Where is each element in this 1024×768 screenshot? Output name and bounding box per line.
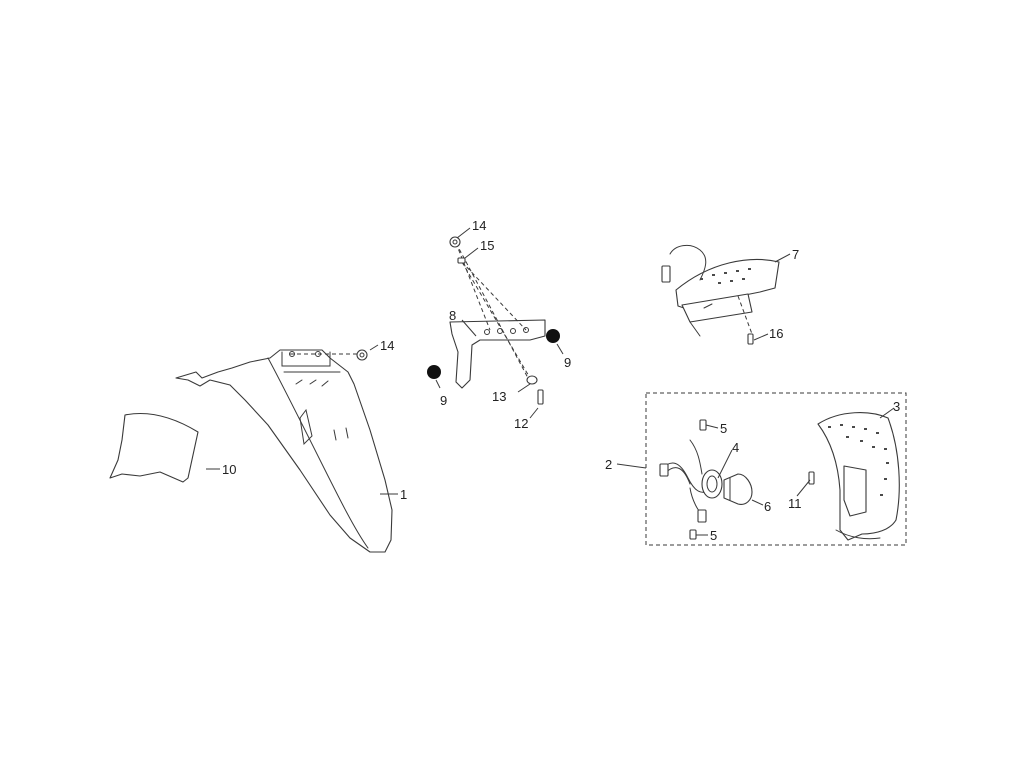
- callout-4: 4: [732, 440, 739, 455]
- leader-lines: [206, 227, 895, 536]
- part-3-tail-light-housing: [817, 412, 900, 541]
- part-6-bulb: [723, 473, 753, 505]
- part-12-bolt: [537, 389, 544, 405]
- part-14-nut-fender: [290, 349, 368, 361]
- callout-12: 12: [514, 416, 528, 431]
- part-1-rear-fender: [175, 349, 393, 553]
- callout-3: 3: [893, 399, 900, 414]
- callout-9-left: 9: [440, 393, 447, 408]
- callout-5-top: 5: [720, 421, 727, 436]
- part-10-mud-flap: [109, 412, 199, 483]
- assembly-box: [645, 392, 907, 546]
- callout-1: 1: [400, 487, 407, 502]
- callout-7: 7: [792, 247, 799, 262]
- part-7-plate-light: [661, 244, 780, 345]
- callout-11: 11: [788, 496, 802, 511]
- part-4-socket-harness: [659, 439, 723, 523]
- part-15-washer: [457, 257, 466, 264]
- part-5-screw-top: [699, 419, 707, 431]
- part-11-screw: [808, 471, 815, 485]
- callout-8: 8: [449, 308, 456, 323]
- part-8-bracket: [449, 242, 546, 389]
- part-9-dot-right: [546, 329, 560, 343]
- part-13-nut: [526, 375, 538, 385]
- callout-9-right: 9: [564, 355, 571, 370]
- callout-16: 16: [769, 326, 783, 341]
- callout-14-fender: 14: [380, 338, 394, 353]
- part-5-screw-bottom: [689, 529, 697, 540]
- part-14-nut-top: [449, 236, 461, 248]
- callout-15: 15: [480, 238, 494, 253]
- part-9-dot-left: [427, 365, 441, 379]
- callout-10: 10: [222, 462, 236, 477]
- callout-5-bottom: 5: [710, 528, 717, 543]
- callout-14-top: 14: [472, 218, 486, 233]
- callout-6: 6: [764, 499, 771, 514]
- callout-2: 2: [605, 457, 612, 472]
- callout-13: 13: [492, 389, 506, 404]
